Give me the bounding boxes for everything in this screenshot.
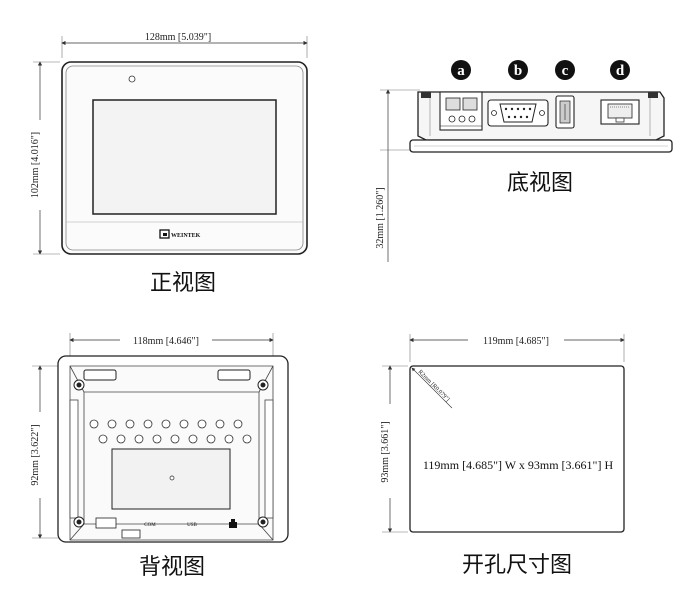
usb-port xyxy=(555,95,575,129)
weintek-logo: WEINTEK xyxy=(159,229,201,239)
cutout-height-label: 93mm [3.661"] xyxy=(380,421,391,482)
ethernet-icon xyxy=(229,519,237,528)
cutout-size-label: 119mm [4.685"] W x 93mm [3.661"] H xyxy=(423,458,614,472)
svg-text:b: b xyxy=(514,63,522,79)
port-label-c: c xyxy=(555,60,575,80)
db9-serial-port xyxy=(487,99,549,127)
cutout-view-caption: 开孔尺寸图 xyxy=(462,553,572,578)
cutout-outline xyxy=(409,365,625,533)
port-label-b: b xyxy=(508,60,528,80)
cutout-height-dimension: 93mm [3.661"] xyxy=(380,365,408,533)
screw-holes xyxy=(73,379,269,528)
ethernet-port xyxy=(600,99,640,125)
back-height-label: 92mm [3.622"] xyxy=(30,424,41,485)
svg-text:d: d xyxy=(616,63,625,79)
mounting-clip-top-right xyxy=(217,369,251,381)
power-terminal-port xyxy=(439,91,483,131)
com-label: COM xyxy=(144,523,156,528)
back-view: 118mm [4.646"] 92mm [3.622"] xyxy=(30,333,289,580)
front-view: 128mm [5.039"] 102mm [4.016"] WEINTEK 正视… xyxy=(30,30,308,296)
usb-label: USB xyxy=(187,523,197,528)
cutout-width-dimension: 119mm [4.685"] xyxy=(409,334,625,362)
front-width-label: 128mm [5.039"] xyxy=(145,32,211,43)
bottom-view: 32mm [1.260"] xyxy=(375,60,673,262)
back-label-area xyxy=(111,448,231,510)
front-height-dimension: 102mm [4.016"] xyxy=(30,61,60,255)
back-height-dimension: 92mm [3.622"] xyxy=(30,365,58,539)
svg-text:a: a xyxy=(457,63,465,79)
bottom-depth-label: 32mm [1.260"] xyxy=(375,187,386,248)
cutout-width-label: 119mm [4.685"] xyxy=(483,336,549,347)
vent-holes xyxy=(89,419,252,444)
cutout-view: 119mm [4.685"] 93mm [3.661"] R2mm [R0.07… xyxy=(380,334,625,578)
back-width-dimension: 118mm [4.646"] xyxy=(69,333,274,360)
port-label-d: d xyxy=(610,60,630,80)
power-led-icon xyxy=(128,75,136,83)
back-width-label: 118mm [4.646"] xyxy=(133,336,199,347)
mounting-clip-top-left xyxy=(83,369,117,381)
front-width-dimension: 128mm [5.039"] xyxy=(61,30,308,58)
back-view-caption: 背视图 xyxy=(139,555,205,580)
front-view-caption: 正视图 xyxy=(150,271,216,296)
brand-label: WEINTEK xyxy=(171,233,201,239)
front-bezel-inner xyxy=(65,65,304,251)
front-height-label: 102mm [4.016"] xyxy=(30,132,41,198)
bottom-depth-dimension: 32mm [1.260"] xyxy=(375,89,420,262)
bottom-view-caption: 底视图 xyxy=(507,171,573,196)
svg-text:c: c xyxy=(562,63,569,79)
port-label-a: a xyxy=(451,60,471,80)
front-screen xyxy=(92,99,277,215)
